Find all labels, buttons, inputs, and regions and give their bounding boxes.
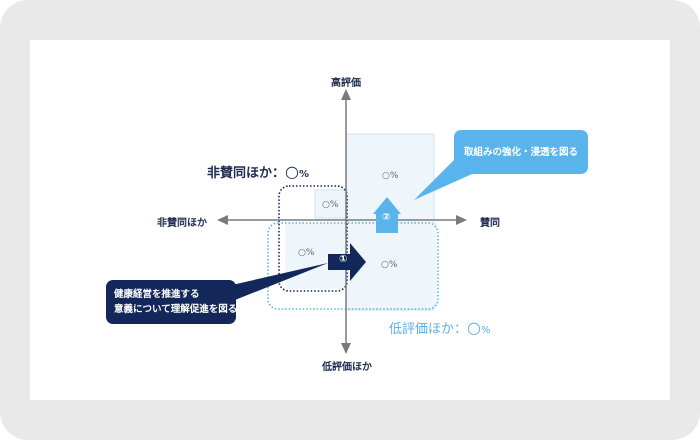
axis-arrowhead-right xyxy=(456,215,467,225)
step2-number: ② xyxy=(382,212,391,223)
axis-label-left: 非賛同ほか xyxy=(157,218,207,229)
low-eval-unit: % xyxy=(480,325,491,336)
non-agree-group-outline xyxy=(278,185,348,292)
step2-arrow xyxy=(373,197,401,233)
step1-number: ① xyxy=(339,254,348,265)
non-agree-value: ○ xyxy=(285,162,299,181)
axis-label-right: 賛同 xyxy=(480,218,500,229)
quadrant-upper-left-box xyxy=(314,189,348,219)
understand-callout-line2: 意義について理解促進を図る xyxy=(114,304,238,315)
axis-label-top: 高評価 xyxy=(331,78,361,89)
non-agree-group-label: 非賛同ほか：○% xyxy=(207,162,309,181)
axis-label-bottom: 低評価ほか xyxy=(322,362,372,373)
matrix-diagram xyxy=(106,89,588,354)
step1-arrow xyxy=(328,243,366,281)
upper-right-percent: ○% xyxy=(382,171,399,181)
understand-callout-tail xyxy=(210,263,328,302)
low-eval-value: ○ xyxy=(467,318,481,337)
understand-callout-bubble xyxy=(106,280,236,324)
low-eval-label-text: 低評価ほか： xyxy=(389,322,468,337)
low-eval-group-outline xyxy=(267,222,439,310)
non-agree-label-text: 非賛同ほか： xyxy=(207,166,286,181)
axis-arrowhead-bottom xyxy=(341,343,351,354)
axis-arrowhead-top xyxy=(341,89,351,100)
lower-right-percent: ○% xyxy=(381,260,398,270)
understand-callout-text: 健康経営を推進する 意義について理解促進を図る xyxy=(114,287,237,317)
upper-left-percent: ○% xyxy=(322,200,339,210)
slide-card: 高評価 低評価ほか 非賛同ほか 賛同 ○% ○% ○% ○% 非賛同ほか：○% … xyxy=(30,40,670,400)
understand-callout-line1: 健康経営を推進する xyxy=(114,289,200,300)
low-eval-group-label: 低評価ほか：○% xyxy=(389,318,491,337)
strengthen-callout-text: 取組みの強化・浸透を図る xyxy=(464,147,579,158)
strengthen-callout-bubble xyxy=(454,130,588,174)
lower-left-percent: ○% xyxy=(298,248,315,258)
non-agree-unit: % xyxy=(298,169,310,180)
axis-arrowhead-left xyxy=(217,215,228,225)
